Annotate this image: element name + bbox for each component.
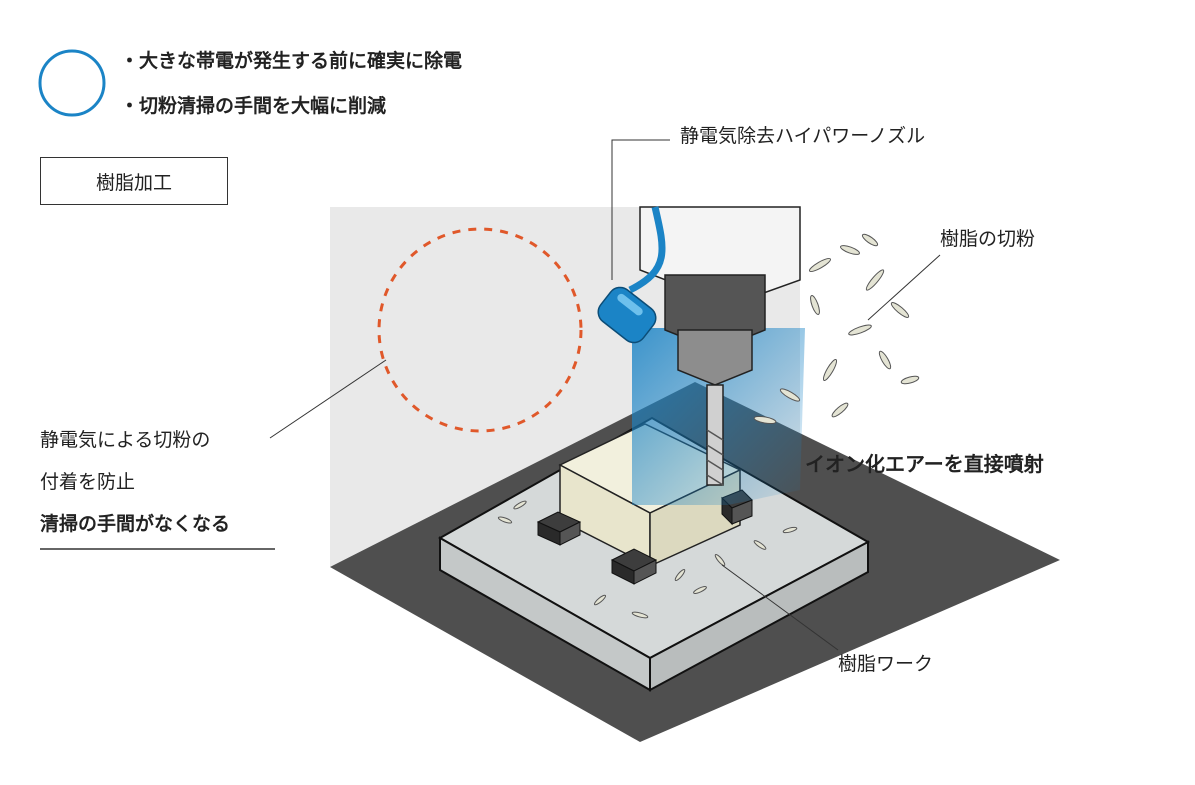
resin-chips bbox=[497, 233, 920, 619]
platform-side-right bbox=[649, 540, 869, 692]
benefit-point-1: ・大きな帯電が発生する前に確実に除電 bbox=[120, 50, 463, 72]
leader-lines bbox=[269, 139, 941, 651]
benefit-point-2: ・切粉清掃の手間を大幅に削減 bbox=[120, 95, 387, 117]
effect-line-1: 静電気による切粉の bbox=[40, 429, 211, 451]
effect-line-2: 付着を防止 bbox=[40, 471, 136, 493]
category-label: 樹脂加工 bbox=[40, 157, 228, 205]
air-hose bbox=[628, 206, 666, 294]
no-adhesion-area bbox=[377, 227, 583, 433]
benefit-circle-icon bbox=[38, 49, 106, 117]
effect-line-3: 清掃の手間がなくなる bbox=[40, 513, 231, 535]
nozzle-icon bbox=[597, 286, 657, 344]
spindle-chuck bbox=[677, 329, 753, 386]
chips-callout: 樹脂の切粉 bbox=[940, 228, 1036, 250]
workpiece-callout: 樹脂ワーク bbox=[838, 653, 934, 675]
nozzle-callout: 静電気除去ハイパワーノズル bbox=[680, 125, 926, 147]
ion-air-callout: イオン化エアーを直接噴射 bbox=[805, 452, 1044, 476]
